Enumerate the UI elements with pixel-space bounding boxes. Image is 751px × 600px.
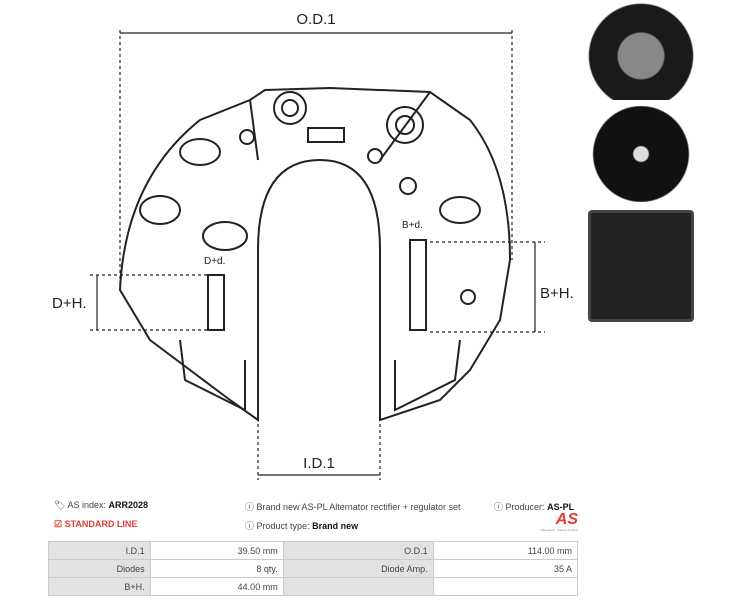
product-photo-bottom[interactable] [588,106,694,202]
id-label: I.D.1 [303,455,335,472]
dh-label: D+H. [52,295,87,312]
bd-label: B+d. [402,220,423,231]
od-label: O.D.1 [296,11,335,28]
checkbox-icon: ☑ [54,519,63,529]
producer: ⓘ Producer: AS-PL [494,502,575,512]
rectifier-outline [118,86,512,422]
as-index: 🏷 AS index: ARR2028 [54,500,149,510]
bh-label: B+H. [540,285,574,302]
product-photo-connector[interactable] [588,210,694,322]
tag-icon: 🏷 [54,500,66,510]
technical-drawing: O.D.1 I.D.1 D+H. B+H. D+d. B+d. [52,11,574,480]
as-pl-logo: AS Alternators, Starters & Parts [540,511,578,533]
info-icon: ⓘ [245,521,255,531]
b-terminal-bolt [409,239,427,331]
d-terminal-bolt [207,274,225,331]
table-row: B+H.44.00 mm [48,577,579,596]
standard-line-badge: ☑ STANDARD LINE [54,519,138,529]
product-type: ⓘ Product type: Brand new [245,521,359,531]
info-icon: ⓘ [245,502,255,512]
product-photo-top[interactable] [588,2,694,100]
description: ⓘ Brand new AS-PL Alternator rectifier +… [245,502,461,512]
dd-label: D+d. [204,256,225,267]
info-icon: ⓘ [494,502,504,512]
